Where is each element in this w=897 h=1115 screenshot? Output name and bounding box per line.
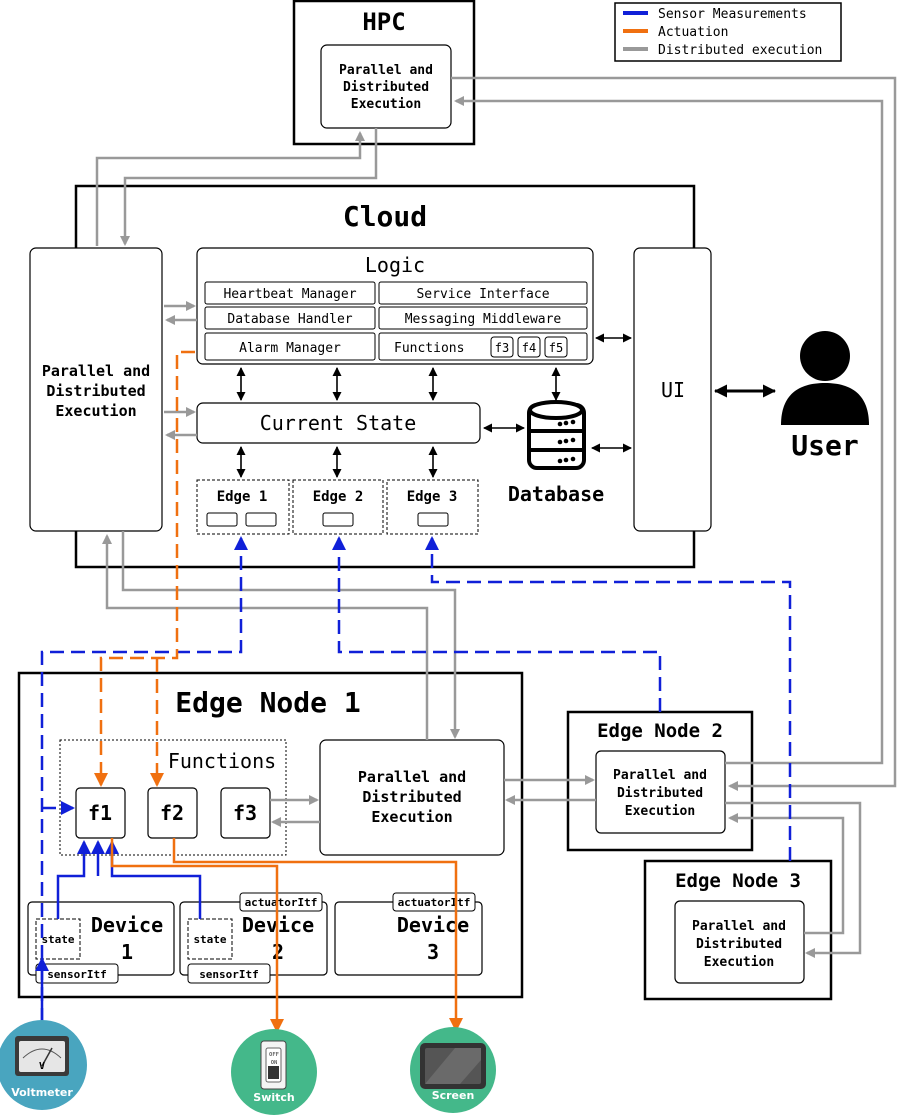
user-icon bbox=[781, 331, 869, 425]
current-state-box bbox=[196, 402, 481, 444]
heartbeat-manager: Heartbeat Manager bbox=[223, 287, 356, 302]
edge2-pde-box bbox=[595, 750, 726, 834]
voltmeter-symbol: V bbox=[39, 1061, 45, 1072]
current-state-label: Current State bbox=[260, 411, 417, 435]
legend-label-actuation: Actuation bbox=[658, 25, 728, 40]
edge1-pde-text: Distributed bbox=[362, 788, 461, 806]
device-3-actuator-itf-label: actuatorItf bbox=[398, 896, 471, 909]
screen-label: Screen bbox=[432, 1089, 475, 1102]
function-f1-label: f1 bbox=[88, 801, 112, 825]
edge2-pde-text: Distributed bbox=[617, 786, 703, 801]
logic-functions-label: Functions bbox=[394, 341, 464, 356]
legend: Sensor Measurements Actuation Distribute… bbox=[614, 2, 842, 62]
function-f3-label: f3 bbox=[233, 801, 257, 825]
cloud-pde-text: Parallel and bbox=[42, 362, 150, 380]
legend-label-sensor: Sensor Measurements bbox=[658, 7, 807, 22]
device-1-state-label: state bbox=[41, 933, 74, 946]
edge2-pde-text: Execution bbox=[625, 804, 695, 819]
database-label: Database bbox=[508, 482, 604, 506]
database-icon bbox=[527, 400, 586, 470]
voltmeter-icon: V Voltmeter bbox=[0, 1020, 87, 1110]
function-f2-label: f2 bbox=[160, 801, 184, 825]
edge3-pde-text: Distributed bbox=[696, 937, 782, 952]
hpc-pde-text: Parallel and bbox=[339, 63, 433, 78]
logic-function-f3: f3 bbox=[495, 341, 509, 355]
function-f2 bbox=[147, 787, 198, 839]
edge-node-2-title: Edge Node 2 bbox=[597, 720, 723, 742]
edge1-pde-text: Execution bbox=[371, 808, 452, 826]
device-1-sensor-itf-label: sensorItf bbox=[47, 968, 107, 981]
device-3-label: Device bbox=[397, 913, 469, 937]
edge1-pde-box bbox=[319, 739, 505, 856]
messaging-middleware: Messaging Middleware bbox=[405, 312, 562, 327]
cloud-pde-text: Execution bbox=[55, 402, 136, 420]
device-2-sensor-itf bbox=[187, 963, 271, 984]
logic-function-f4: f4 bbox=[522, 341, 536, 355]
device-2-actuator-itf-label: actuatorItf bbox=[245, 896, 318, 909]
device-2-actuator-itf bbox=[239, 892, 323, 912]
cloud-edge-1-label: Edge 1 bbox=[217, 489, 268, 505]
function-f3 bbox=[220, 787, 271, 839]
device-3-number: 3 bbox=[427, 940, 439, 964]
edge2-pde-text: Parallel and bbox=[613, 768, 707, 783]
sensor-measurement-arrows bbox=[35, 536, 792, 1022]
device-2-state bbox=[187, 918, 233, 960]
edge-node-1: Edge Node 1 Functions f1 f2 f3 Parallel … bbox=[17, 671, 524, 999]
switch-label: Switch bbox=[253, 1091, 294, 1104]
hpc-pde-text: Distributed bbox=[343, 80, 429, 95]
voltmeter-label: Voltmeter bbox=[11, 1086, 73, 1099]
distributed-execution-arrows bbox=[95, 76, 897, 958]
actuation-arrows bbox=[94, 350, 463, 1033]
database-handler: Database Handler bbox=[227, 312, 352, 327]
switch-off-label: OFF bbox=[269, 1052, 279, 1058]
device-1-sensor-itf bbox=[35, 963, 119, 984]
device-2-state-label: state bbox=[193, 933, 226, 946]
logic-function-f5: f5 bbox=[549, 341, 563, 355]
ui-label: UI bbox=[661, 378, 685, 402]
device-1-label: Device bbox=[91, 913, 163, 937]
device-1-number: 1 bbox=[121, 940, 133, 964]
edge-node-2: Edge Node 2 Parallel and Distributed Exe… bbox=[566, 710, 754, 852]
screen-icon: Screen bbox=[410, 1027, 496, 1113]
edge1-pde-text: Parallel and bbox=[358, 768, 466, 786]
internal-connectors bbox=[236, 333, 776, 478]
edge3-pde-text: Execution bbox=[704, 955, 774, 970]
cloud-edge-2-label: Edge 2 bbox=[313, 489, 364, 505]
ui-box bbox=[633, 247, 712, 532]
cloud-pde-text: Distributed bbox=[46, 382, 145, 400]
device-3-actuator-itf bbox=[392, 892, 476, 912]
switch-on-label: ON bbox=[271, 1060, 278, 1066]
user-label: User bbox=[791, 429, 858, 462]
hpc-node: HPC Parallel and Distributed Execution bbox=[292, 0, 476, 146]
device-2-sensor-itf-label: sensorItf bbox=[199, 968, 259, 981]
cloud-title: Cloud bbox=[343, 200, 427, 233]
hpc-pde-text: Execution bbox=[351, 97, 421, 112]
edge3-pde-box bbox=[674, 900, 805, 984]
legend-label-distributed: Distributed execution bbox=[658, 43, 822, 58]
edge-node-1-title: Edge Node 1 bbox=[175, 686, 360, 719]
edge-node-3-title: Edge Node 3 bbox=[675, 870, 801, 892]
edge-node-3: Edge Node 3 Parallel and Distributed Exe… bbox=[643, 859, 833, 1001]
edge-functions-title: Functions bbox=[168, 749, 276, 773]
logic-title: Logic bbox=[365, 253, 425, 277]
edge3-pde-text: Parallel and bbox=[692, 919, 786, 934]
service-interface: Service Interface bbox=[416, 287, 549, 302]
cloud-pde-box bbox=[29, 247, 163, 532]
alarm-manager: Alarm Manager bbox=[239, 341, 341, 356]
switch-icon: OFF ON Switch bbox=[231, 1029, 317, 1115]
cloud-edge-3-label: Edge 3 bbox=[407, 489, 458, 505]
cloud-node: Cloud Parallel and Distributed Execution… bbox=[29, 184, 712, 569]
function-f1 bbox=[75, 787, 126, 839]
hpc-title: HPC bbox=[362, 8, 405, 36]
hpc-pde-box bbox=[320, 44, 452, 129]
